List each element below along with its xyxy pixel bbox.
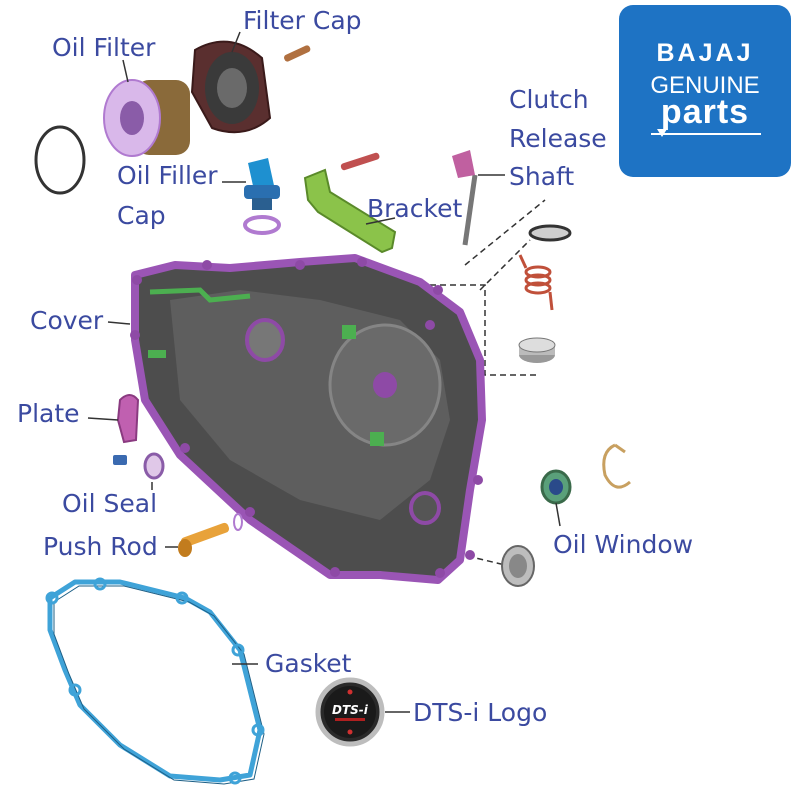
label-oil-filler-cap-line2: Cap [117, 201, 166, 230]
label-bracket: Bracket [367, 194, 463, 223]
oil-filter-part [103, 79, 190, 157]
label-filter-cap: Filter Cap [243, 6, 362, 35]
o-ring [34, 125, 86, 195]
badge-underline [651, 133, 761, 135]
badge-genuine: GENUINE [650, 72, 760, 99]
badge-tick-icon [657, 129, 667, 137]
spring-part [518, 254, 554, 311]
label-clutch-line1: Clutch [509, 85, 589, 114]
filter-cap-part [190, 40, 311, 134]
label-oil-filler-cap-line1: Oil Filler [117, 161, 218, 190]
small-screw-part [113, 455, 127, 465]
label-plate: Plate [17, 399, 80, 428]
label-oil-filter: Oil Filter [52, 33, 156, 62]
oil-filler-cap-part [243, 158, 281, 235]
label-clutch-line3: Shaft [509, 162, 575, 191]
circlip-part [602, 443, 631, 489]
label-leaders [87, 31, 561, 713]
oil-window-part [540, 469, 572, 505]
label-oil-window: Oil Window [553, 530, 694, 559]
seal-ring-part [501, 545, 535, 587]
label-dtsi-logo: DTS-i Logo [413, 698, 548, 727]
clutch-release-shaft-part [452, 150, 478, 246]
dtsi-logo-text: DTS-i [332, 703, 368, 717]
bracket-bolt [340, 152, 380, 171]
badge-parts: parts [660, 93, 750, 131]
cover-part [130, 254, 486, 584]
label-cover: Cover [30, 306, 104, 335]
oil-seal-part [143, 452, 165, 480]
label-push-rod: Push Rod [43, 532, 158, 561]
bracket-part [303, 168, 397, 254]
washer-part [528, 224, 572, 242]
gasket-part [47, 579, 263, 783]
label-clutch-line2: Release [509, 124, 607, 153]
bajaj-genuine-parts-badge: BAJAJ GENUINE parts [619, 5, 791, 177]
label-oil-seal: Oil Seal [62, 489, 158, 518]
push-rod-part [178, 513, 243, 557]
dtsi-logo-part [315, 677, 385, 747]
label-gasket: Gasket [265, 649, 352, 678]
bushing-part [518, 337, 556, 363]
plate-part [116, 394, 140, 444]
badge-brand: BAJAJ [656, 39, 754, 67]
